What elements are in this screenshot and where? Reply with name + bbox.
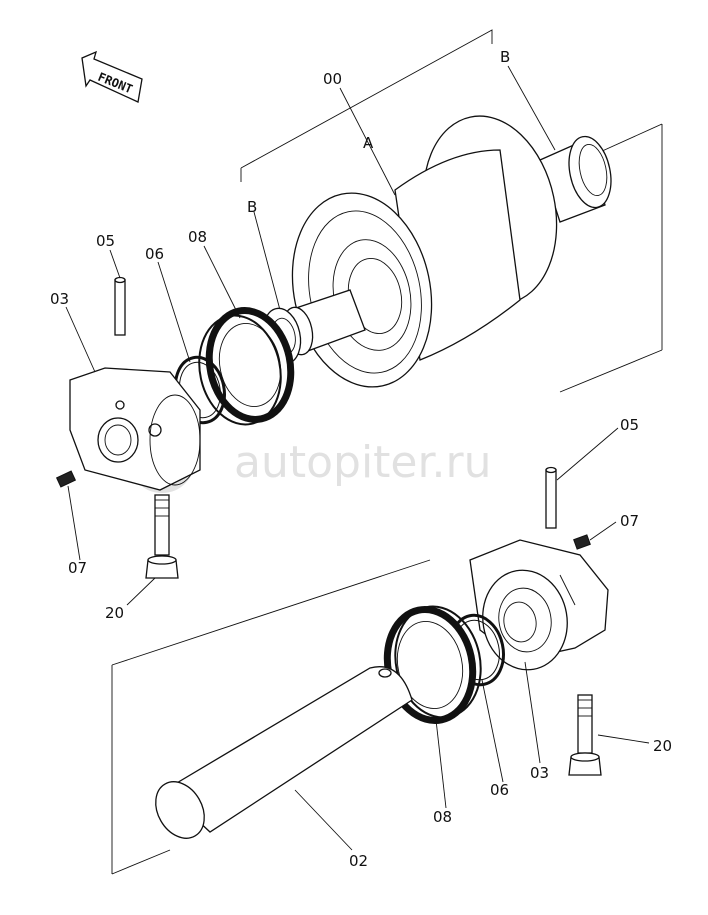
callout-shaft: 02 xyxy=(349,852,368,870)
bolt-right xyxy=(568,694,602,776)
callout-pin-right: 05 xyxy=(620,416,639,434)
callout-bolt-left: 20 xyxy=(105,604,124,622)
bracket-left xyxy=(69,367,201,491)
callout-oring-right: 06 xyxy=(490,781,509,799)
plug-left xyxy=(55,470,77,488)
plug-right xyxy=(573,534,591,550)
assembly-frame xyxy=(111,29,663,875)
callout-plug-left: 07 xyxy=(68,559,87,577)
front-arrow-icon: FRONT xyxy=(81,50,143,103)
callout-a: A xyxy=(363,134,374,152)
callout-bracket-right: 03 xyxy=(530,764,549,782)
callout-b-left: B xyxy=(247,198,257,216)
callout-bracket-left: 03 xyxy=(50,290,69,308)
callout-pin-left: 05 xyxy=(96,232,115,250)
callout-bolt-right: 20 xyxy=(653,737,672,755)
watermark: a autopiter.ru xyxy=(129,427,492,493)
pin-right xyxy=(545,466,557,529)
watermark-text: autopiter.ru xyxy=(234,437,492,488)
callout-seal-right: 08 xyxy=(433,808,452,826)
track-roller xyxy=(262,115,612,388)
callout-b-top: B xyxy=(500,48,510,66)
shaft xyxy=(155,666,413,839)
bracket-right xyxy=(469,539,609,671)
callout-oring-left: 06 xyxy=(145,245,164,263)
bolt-left xyxy=(145,494,179,579)
floating-seal-left xyxy=(198,307,295,426)
callout-assembly: 00 xyxy=(323,70,342,88)
pin-left xyxy=(114,276,126,336)
leader-lines xyxy=(65,87,650,851)
callout-labels: 00 A B B 05 06 08 03 07 20 05 07 20 03 0… xyxy=(50,48,672,870)
callout-plug-right: 07 xyxy=(620,512,639,530)
callout-seal-left: 08 xyxy=(188,228,207,246)
